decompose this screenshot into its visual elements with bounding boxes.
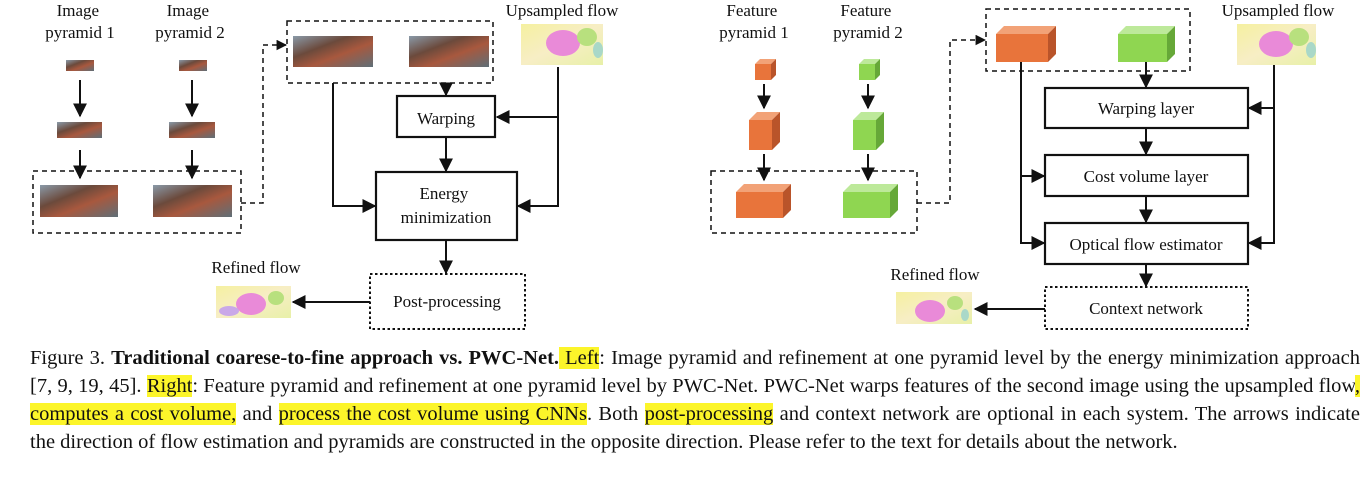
level-feature-pair-dashed-box [985, 8, 1191, 72]
upsampled-flow-image-right [1237, 24, 1316, 65]
level-image-1 [293, 36, 373, 67]
level-image-2 [409, 36, 489, 67]
right-panel: Feature pyramid 1 Feature pyramid 2 [710, 1, 1336, 330]
left-panel: Image pyramid 1 Image pyramid 2 Upsample… [32, 1, 620, 330]
cost-volume-layer-label: Cost volume layer [1084, 167, 1209, 186]
pyramid-2-level-mid [169, 122, 215, 138]
feature-pyramid-arrows [757, 84, 875, 182]
pyramid-2-level-large [153, 185, 232, 217]
level-feature-2 [1118, 26, 1175, 62]
caption-title: Traditional coarese-to-fine approach vs.… [111, 347, 560, 369]
figure-diagram: Image pyramid 1 Image pyramid 2 Upsample… [32, 1, 1336, 330]
feature-pyramid-2-label: Feature pyramid 2 [833, 1, 902, 42]
feature-1-level-large [736, 184, 791, 218]
caption-text-5: and context network are optional in each… [30, 403, 1360, 453]
caption-text-1: : Image pyramid and refinement at one py… [30, 347, 1360, 397]
pyramid-1-level-small [66, 60, 94, 71]
energy-minimization-label: Energy minimization [401, 184, 492, 227]
level-feature-1 [996, 26, 1056, 62]
upsampled-flow-label-left: Upsampled flow [506, 1, 620, 20]
feature-2-level-small [859, 59, 880, 80]
optical-flow-estimator-label: Optical flow estimator [1070, 235, 1223, 254]
warping-layer-label: Warping layer [1098, 99, 1195, 118]
caption-highlight-post-processing: post-processing [644, 403, 774, 425]
level-image-pair-dashed-box [286, 20, 494, 84]
image-pair-dashed-box [32, 170, 242, 234]
feature-pyramid-1-label: Feature pyramid 1 [719, 1, 788, 42]
caption-prefix: Figure 3. [30, 347, 112, 369]
refined-flow-image-right [896, 292, 972, 324]
feature-pair-dashed-box [710, 170, 918, 234]
feature-1-level-small [755, 59, 776, 80]
context-network-label: Context network [1089, 299, 1203, 318]
caption-highlight-cnns: process the cost volume using CNNs [278, 403, 587, 425]
energy-minimization-box [374, 170, 519, 242]
upsampled-flow-label-right: Upsampled flow [1222, 1, 1336, 20]
right-flow-arrows [973, 62, 1275, 316]
warping-label: Warping [417, 109, 476, 128]
refined-flow-label-left: Refined flow [211, 258, 301, 277]
pyramid-2-level-small [179, 60, 207, 71]
pair-to-level-connector [241, 39, 288, 204]
caption-left-word: Left [559, 347, 600, 369]
caption-text-2: : Feature pyramid and refinement at one … [192, 375, 1355, 397]
caption-text-4: . Both [586, 403, 645, 425]
feature-2-level-large [843, 184, 898, 218]
upsampled-flow-image-left [521, 24, 603, 65]
left-flow-arrows [291, 67, 559, 309]
feature-pair-to-level-connector [917, 34, 987, 204]
refined-flow-image-left [216, 286, 291, 318]
refined-flow-label-right: Refined flow [890, 265, 980, 284]
feature-2-level-mid [853, 112, 884, 150]
post-processing-label: Post-processing [393, 292, 501, 311]
image-pyramid-1-label: Image pyramid 1 [45, 1, 114, 42]
feature-1-level-mid [749, 112, 780, 150]
pyramid-1-level-large [40, 185, 118, 217]
pyramid-arrows [73, 80, 199, 180]
figure-caption: Figure 3. Traditional coarese-to-fine ap… [30, 344, 1360, 456]
caption-right-word: Right [146, 375, 193, 397]
caption-text-3: and [236, 403, 279, 425]
pyramid-1-level-mid [57, 122, 102, 138]
image-pyramid-2-label: Image pyramid 2 [155, 1, 224, 42]
post-processing-box [369, 273, 526, 330]
